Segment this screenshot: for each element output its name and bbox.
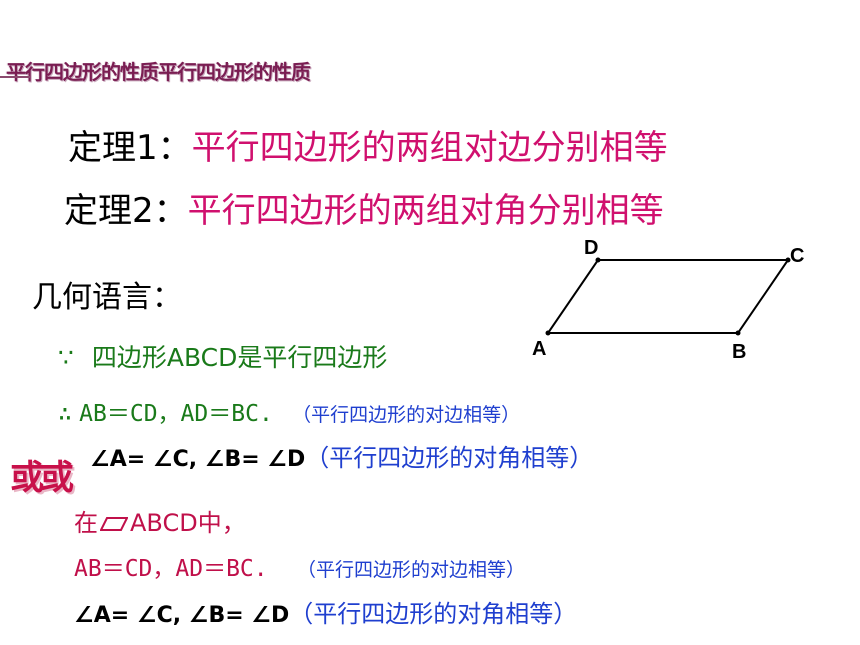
reason-angles: （平行四边形的对角相等） (305, 444, 594, 472)
alt-reason-sides: （平行四边形的对边相等） (296, 559, 525, 581)
or-label: 或或 (10, 458, 74, 498)
angles-line: ∠A= ∠C, ∠B= ∠D（平行四边形的对角相等） (90, 438, 593, 473)
vertex-d-label: D (584, 237, 598, 259)
alt-angles: ∠A= ∠C, ∠B= ∠D (74, 603, 290, 628)
title-underline-decoration (0, 76, 30, 78)
theorem-2: 定理2：平行四边形的两组对角分别相等 (64, 183, 664, 232)
therefore-line: ∴ AB＝CD，AD＝BC. （平行四边形的对边相等） (58, 394, 520, 428)
alt-sides-line: AB＝CD，AD＝BC. （平行四边形的对边相等） (74, 549, 525, 583)
vertex-b-label: B (732, 341, 746, 363)
because-symbol: ∵ (58, 343, 74, 372)
alt-angles-line: ∠A= ∠C, ∠B= ∠D（平行四边形的对角相等） (74, 594, 577, 629)
alt-sides: AB＝CD，AD＝BC. (74, 556, 268, 582)
therefore-text: AB＝CD，AD＝BC. (79, 401, 273, 427)
slide-title-wrap: 平行四边形的性质平行四边形的性质 (6, 56, 311, 85)
vertex-d-dot (595, 257, 601, 263)
therefore-symbol: ∴ (58, 401, 72, 427)
vertex-a-label: A (532, 338, 546, 360)
theorem-1: 定理1：平行四边形的两组对边分别相等 (68, 120, 668, 169)
slide-title: 平行四边形的性质平行四边形的性质 (6, 60, 311, 84)
vertex-c-dot (785, 257, 791, 263)
because-line: ∵ 四边形ABCD是平行四边形 (58, 338, 387, 374)
theorem-1-text: 平行四边形的两组对边分别相等 (191, 128, 668, 168)
vertex-c-label: C (790, 245, 804, 267)
in-suffix: ABCD中， (130, 509, 246, 537)
in-prefix: 在 (74, 509, 98, 537)
alt-reason-angles: （平行四边形的对角相等） (289, 600, 578, 628)
parallelogram-icon (100, 517, 128, 531)
parallelogram-shape (546, 259, 790, 334)
angles-text: ∠A= ∠C, ∠B= ∠D (90, 447, 306, 472)
parallelogram-diagram: A B C D (532, 237, 804, 363)
theorem-2-text: 平行四边形的两组对角分别相等 (187, 191, 664, 231)
theorem-1-label: 定理1： (68, 128, 192, 168)
geometric-language-heading: 几何语言： (32, 280, 182, 315)
reason-sides: （平行四边形的对边相等） (292, 404, 521, 426)
because-text: 四边形ABCD是平行四边形 (91, 343, 388, 372)
in-parallelogram-line: 在 ABCD中， (74, 503, 246, 538)
vertex-b-dot (735, 330, 741, 336)
theorem-2-label: 定理2： (64, 191, 188, 231)
vertex-a-dot (545, 330, 551, 336)
